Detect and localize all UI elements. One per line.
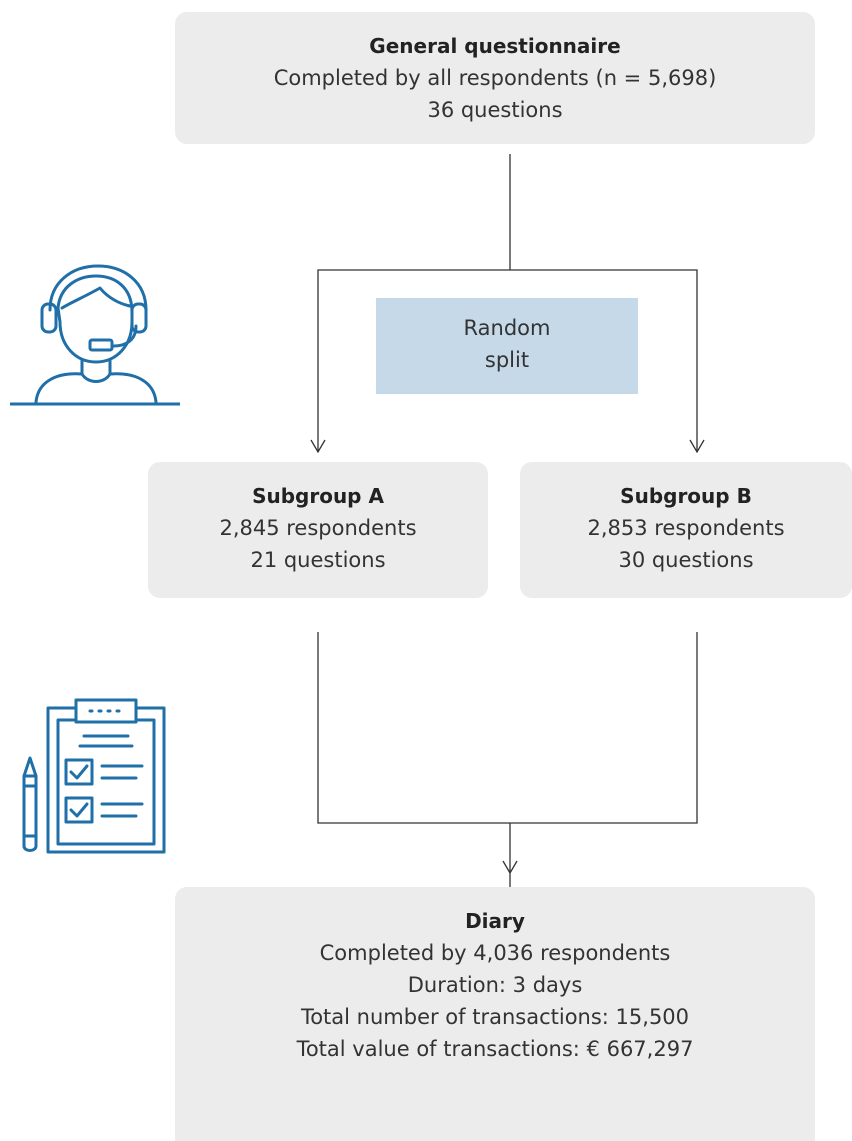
random-split-box: Random split (376, 298, 638, 394)
general-questions-text: 36 questions (427, 98, 563, 122)
diary-title: Diary (465, 909, 525, 933)
subgroup-b-questions: 30 questions (618, 548, 754, 572)
subgroup-a-title: Subgroup A (252, 484, 384, 508)
diary-duration: Duration: 3 days (407, 973, 583, 997)
clipboard-checklist-icon (22, 698, 166, 854)
subgroup-a-questions: 21 questions (250, 548, 386, 572)
diary-transaction-value: Total value of transactions: € 667,297 (296, 1037, 694, 1061)
diary-transaction-count: Total number of transactions: 15,500 (300, 1005, 690, 1029)
subgroup-b-box: Subgroup B 2,853 respondents 30 question… (520, 462, 852, 598)
general-questionnaire-title: General questionnaire (369, 34, 621, 58)
subgroup-b-respondents: 2,853 respondents (587, 516, 785, 540)
subgroup-a-box: Subgroup A 2,845 respondents 21 question… (148, 462, 488, 598)
split-line-2: split (484, 348, 530, 372)
arrowhead-to-a (310, 439, 326, 454)
subgroup-a-respondents: 2,845 respondents (219, 516, 417, 540)
arrowhead-to-diary (502, 860, 518, 875)
subgroup-b-title: Subgroup B (620, 484, 752, 508)
diary-respondents: Completed by 4,036 respondents (319, 941, 671, 965)
arrowhead-to-b (689, 439, 705, 454)
call-center-agent-icon (10, 264, 180, 406)
general-respondents-text: Completed by all respondents (n = 5,698) (273, 66, 717, 90)
connector-merge (317, 632, 698, 824)
split-line-1: Random (463, 316, 551, 340)
connector-split-branch (317, 269, 698, 452)
diary-box: Diary Completed by 4,036 respondents Dur… (175, 887, 815, 1141)
general-questionnaire-box: General questionnaire Completed by all r… (175, 12, 815, 144)
